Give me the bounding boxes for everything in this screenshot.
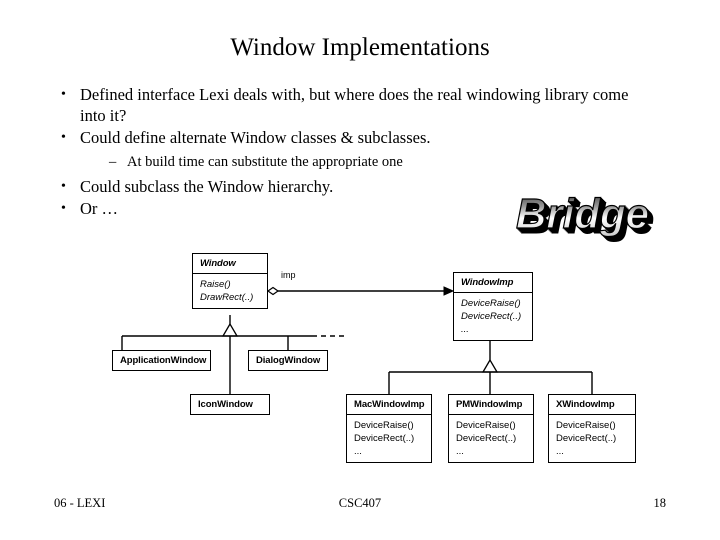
uml-class-window: Window Raise() DrawRect(..) (192, 253, 268, 309)
uml-operation: DeviceRect(..) (461, 311, 522, 322)
bullet-list: • Defined interface Lexi deals with, but… (54, 84, 654, 220)
uml-operation: DeviceRaise() (354, 420, 414, 431)
bullet-marker: • (61, 130, 66, 145)
uml-class-name: PMWindowImp (456, 399, 523, 410)
uml-operations: DeviceRaise() DeviceRect(..) ... (449, 415, 533, 462)
bullet-marker: • (61, 179, 66, 194)
bullet-text: At build time can substitute the appropr… (127, 154, 403, 170)
uml-operation: ... (461, 324, 469, 335)
footer-page-number: 18 (653, 496, 667, 510)
uml-class-dialogwindow: DialogWindow (248, 350, 328, 371)
bullet-text: Could define alternate Window classes & … (80, 128, 431, 147)
bullet-text: Or … (80, 199, 119, 218)
list-item: • Or … (54, 198, 654, 219)
bullet-marker: • (61, 201, 66, 216)
uml-class-iconwindow: IconWindow (190, 394, 270, 415)
uml-operation: DeviceRaise() (556, 420, 616, 431)
uml-class-macwindowimp: MacWindowImp DeviceRaise() DeviceRect(..… (346, 394, 432, 463)
uml-operation: ... (354, 446, 362, 457)
list-item: • Could define alternate Window classes … (54, 127, 654, 148)
uml-operation: ... (556, 446, 564, 457)
uml-divider (454, 292, 532, 293)
svg-text:Bridge: Bridge (516, 190, 649, 237)
uml-operation: Raise() (200, 279, 231, 290)
svg-text:Bridge: Bridge (519, 193, 652, 240)
uml-operation: DeviceRaise() (456, 420, 516, 431)
uml-divider (347, 414, 431, 415)
uml-class-name: MacWindowImp (354, 399, 425, 410)
list-item: • Could subclass the Window hierarchy. (54, 176, 654, 197)
association-label-imp: imp (281, 270, 296, 280)
uml-class-applicationwindow: ApplicationWindow (112, 350, 211, 371)
svg-text:Bridge: Bridge (518, 192, 651, 239)
uml-operations: DeviceRaise() DeviceRect(..) ... (549, 415, 635, 462)
uml-divider (193, 273, 267, 274)
uml-divider (449, 414, 533, 415)
uml-operation: DeviceRect(..) (456, 433, 517, 444)
uml-operation: DeviceRect(..) (556, 433, 617, 444)
uml-operation: DrawRect(..) (200, 292, 254, 303)
uml-operations: DeviceRaise() DeviceRect(..) ... (347, 415, 431, 462)
bullet-marker: – (109, 154, 117, 170)
uml-class-name: DialogWindow (256, 355, 321, 366)
uml-operation: ... (456, 446, 464, 457)
uml-class-xwindowimp: XWindowImp DeviceRaise() DeviceRect(..) … (548, 394, 636, 463)
uml-operations: DeviceRaise() DeviceRect(..) ... (454, 293, 532, 340)
svg-text:Bridge: Bridge (517, 191, 650, 238)
uml-operations: Raise() DrawRect(..) (193, 274, 267, 308)
uml-class-pmwindowimp: PMWindowImp DeviceRaise() DeviceRect(..)… (448, 394, 534, 463)
bullet-marker: • (61, 87, 66, 102)
uml-operation: DeviceRaise() (461, 298, 521, 309)
page-title: Window Implementations (230, 34, 490, 61)
uml-class-name: XWindowImp (556, 399, 615, 410)
bullet-text: Defined interface Lexi deals with, but w… (80, 85, 629, 125)
svg-text:Bridge: Bridge (521, 195, 654, 242)
footer-left: 06 - LEXI (54, 496, 106, 510)
svg-text:Bridge: Bridge (520, 194, 653, 241)
list-item: • Defined interface Lexi deals with, but… (54, 84, 654, 126)
uml-class-name: ApplicationWindow (120, 355, 207, 366)
uml-class-name: WindowImp (461, 277, 514, 288)
uml-class-windowimp: WindowImp DeviceRaise() DeviceRect(..) .… (453, 272, 533, 341)
bridge-wordart: Bridge Bridge Bridge Bridge Bridge Bridg… (512, 190, 688, 242)
footer-center: CSC407 (338, 496, 382, 510)
uml-operation: DeviceRect(..) (354, 433, 415, 444)
bullet-text: Could subclass the Window hierarchy. (80, 177, 334, 196)
uml-class-name: Window (200, 258, 236, 269)
list-item-sub: – At build time can substitute the appro… (109, 152, 654, 172)
uml-divider (549, 414, 635, 415)
uml-class-name: IconWindow (198, 399, 253, 410)
